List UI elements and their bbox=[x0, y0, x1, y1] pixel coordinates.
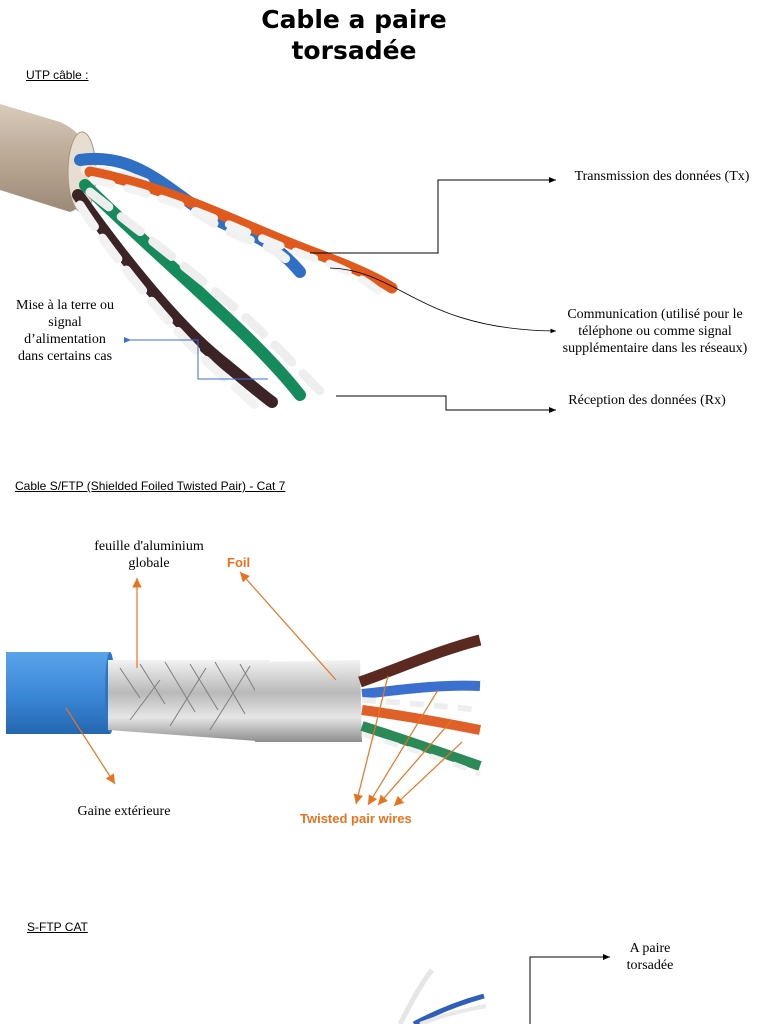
page-title-line1: Cable a paire bbox=[261, 5, 447, 34]
comm-label: Communication (utilisé pour le téléphone… bbox=[562, 307, 748, 356]
twisted-arrow-4 bbox=[393, 741, 463, 807]
sftp-braid bbox=[108, 660, 270, 742]
twisted-label: Twisted pair wires bbox=[300, 811, 412, 826]
utp-wire-green-white bbox=[85, 187, 333, 403]
utp-wire-brown bbox=[72, 189, 278, 408]
tx-leader-line bbox=[310, 177, 556, 254]
pair-label: A paire torsadée bbox=[626, 941, 674, 973]
twisted-arrow-2 bbox=[367, 689, 439, 806]
page-title: Cable a paire torsadée bbox=[0, 4, 708, 66]
ground-leader-line bbox=[124, 337, 268, 380]
ground-label: Mise à la terre ou signal d’alimentation… bbox=[16, 298, 114, 364]
sftp-cat-image bbox=[397, 968, 487, 1024]
sheath-label: Gaine extérieure bbox=[77, 804, 171, 819]
rx-label: Réception des données (Rx) bbox=[568, 393, 726, 408]
sftp-wire-brown bbox=[358, 634, 482, 688]
page-title-line2: torsadée bbox=[291, 36, 417, 65]
sftp-cat-heading: S-FTP CAT bbox=[27, 920, 88, 934]
utp-heading: UTP câble : bbox=[26, 68, 89, 82]
twisted-arrow-3 bbox=[377, 719, 453, 806]
sheath-arrow bbox=[65, 707, 116, 785]
sftp-cable-image bbox=[6, 634, 482, 777]
utp-wire-orange-white bbox=[88, 176, 390, 302]
foil-label: Foil bbox=[227, 555, 251, 570]
sftp-heading: Cable S/FTP (Shielded Foiled Twisted Pai… bbox=[15, 479, 286, 493]
pair-leader-line bbox=[529, 954, 610, 1024]
sftp-outer-sheath bbox=[6, 652, 110, 734]
sftp-wire-blue bbox=[361, 680, 481, 699]
aluminium-label: feuille d'aluminium globale bbox=[94, 539, 204, 571]
sftp-foil bbox=[255, 660, 362, 742]
comm-leader-line bbox=[329, 267, 557, 334]
sftp-wire-green bbox=[360, 721, 482, 771]
utp-cable-image bbox=[0, 104, 398, 419]
foil-arrow bbox=[239, 571, 337, 681]
twisted-arrow-1 bbox=[353, 675, 389, 805]
rx-leader-line bbox=[336, 395, 556, 413]
tx-label: Transmission des données (Tx) bbox=[574, 169, 750, 184]
